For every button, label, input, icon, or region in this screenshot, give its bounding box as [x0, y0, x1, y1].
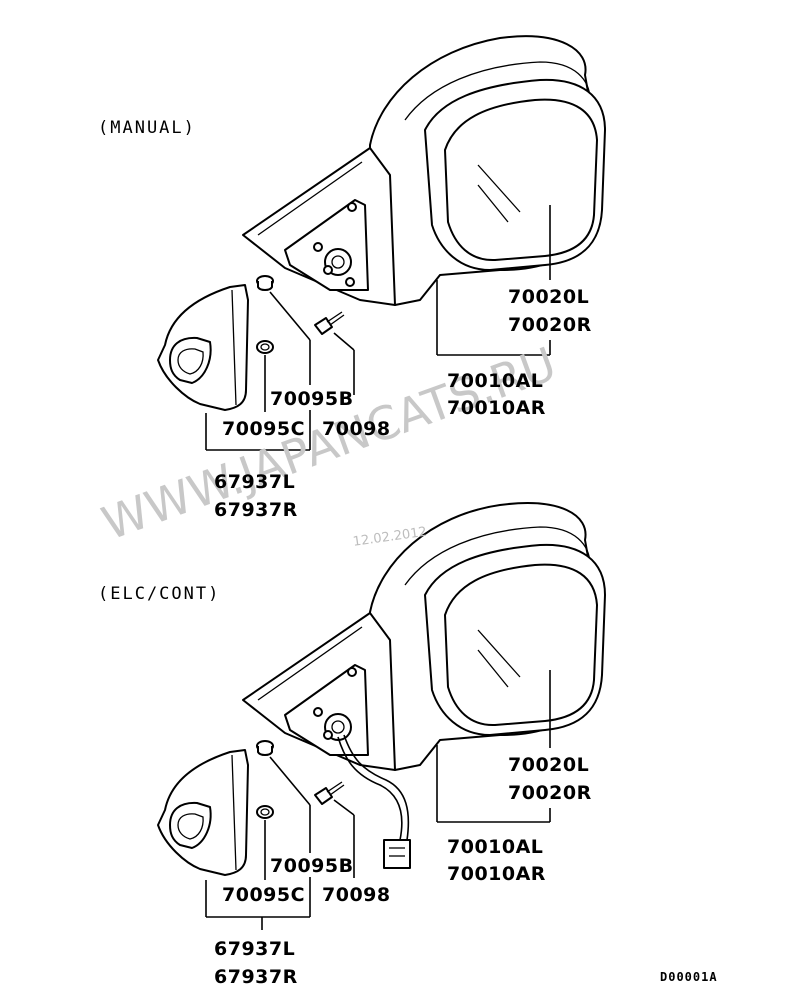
cover-label-r: 67937R	[214, 499, 298, 521]
manual-inner-cover	[157, 284, 249, 411]
plug-label: 70095B	[270, 855, 354, 877]
elc-screw	[314, 781, 345, 805]
assy-label-l: 70010AL	[447, 370, 544, 392]
cover-label-l: 67937L	[214, 471, 296, 493]
elc-wire-harness	[337, 734, 411, 869]
cover-label-l: 67937L	[214, 938, 296, 960]
glass-label-l: 70020L	[508, 754, 590, 776]
screw-label: 70098	[322, 418, 391, 440]
elc-leader-lines	[205, 670, 551, 930]
cover-label-r: 67937R	[214, 966, 298, 988]
assy-label-r: 70010AR	[447, 397, 546, 419]
glass-label-r: 70020R	[508, 782, 592, 804]
nut-label: 70095C	[222, 418, 306, 440]
manual-mirror-assembly	[242, 35, 606, 306]
elc-mirror-assembly	[242, 502, 606, 771]
manual-nut	[256, 340, 274, 354]
elc-plug	[256, 740, 274, 756]
nut-label: 70095C	[222, 884, 306, 906]
manual-leader-lines	[205, 205, 551, 463]
plug-label: 70095B	[270, 388, 354, 410]
glass-label-r: 70020R	[508, 314, 592, 336]
elc-nut	[256, 805, 274, 819]
section-title-elc: (ELC/CONT)	[98, 584, 221, 604]
screw-label: 70098	[322, 884, 391, 906]
assy-label-l: 70010AL	[447, 836, 544, 858]
drawing-code: D00001A	[660, 970, 718, 984]
section-title-manual: (MANUAL)	[98, 118, 196, 138]
manual-screw	[314, 311, 345, 335]
glass-label-l: 70020L	[508, 286, 590, 308]
elc-inner-cover	[157, 749, 249, 876]
assy-label-r: 70010AR	[447, 863, 546, 885]
manual-plug	[256, 275, 274, 291]
